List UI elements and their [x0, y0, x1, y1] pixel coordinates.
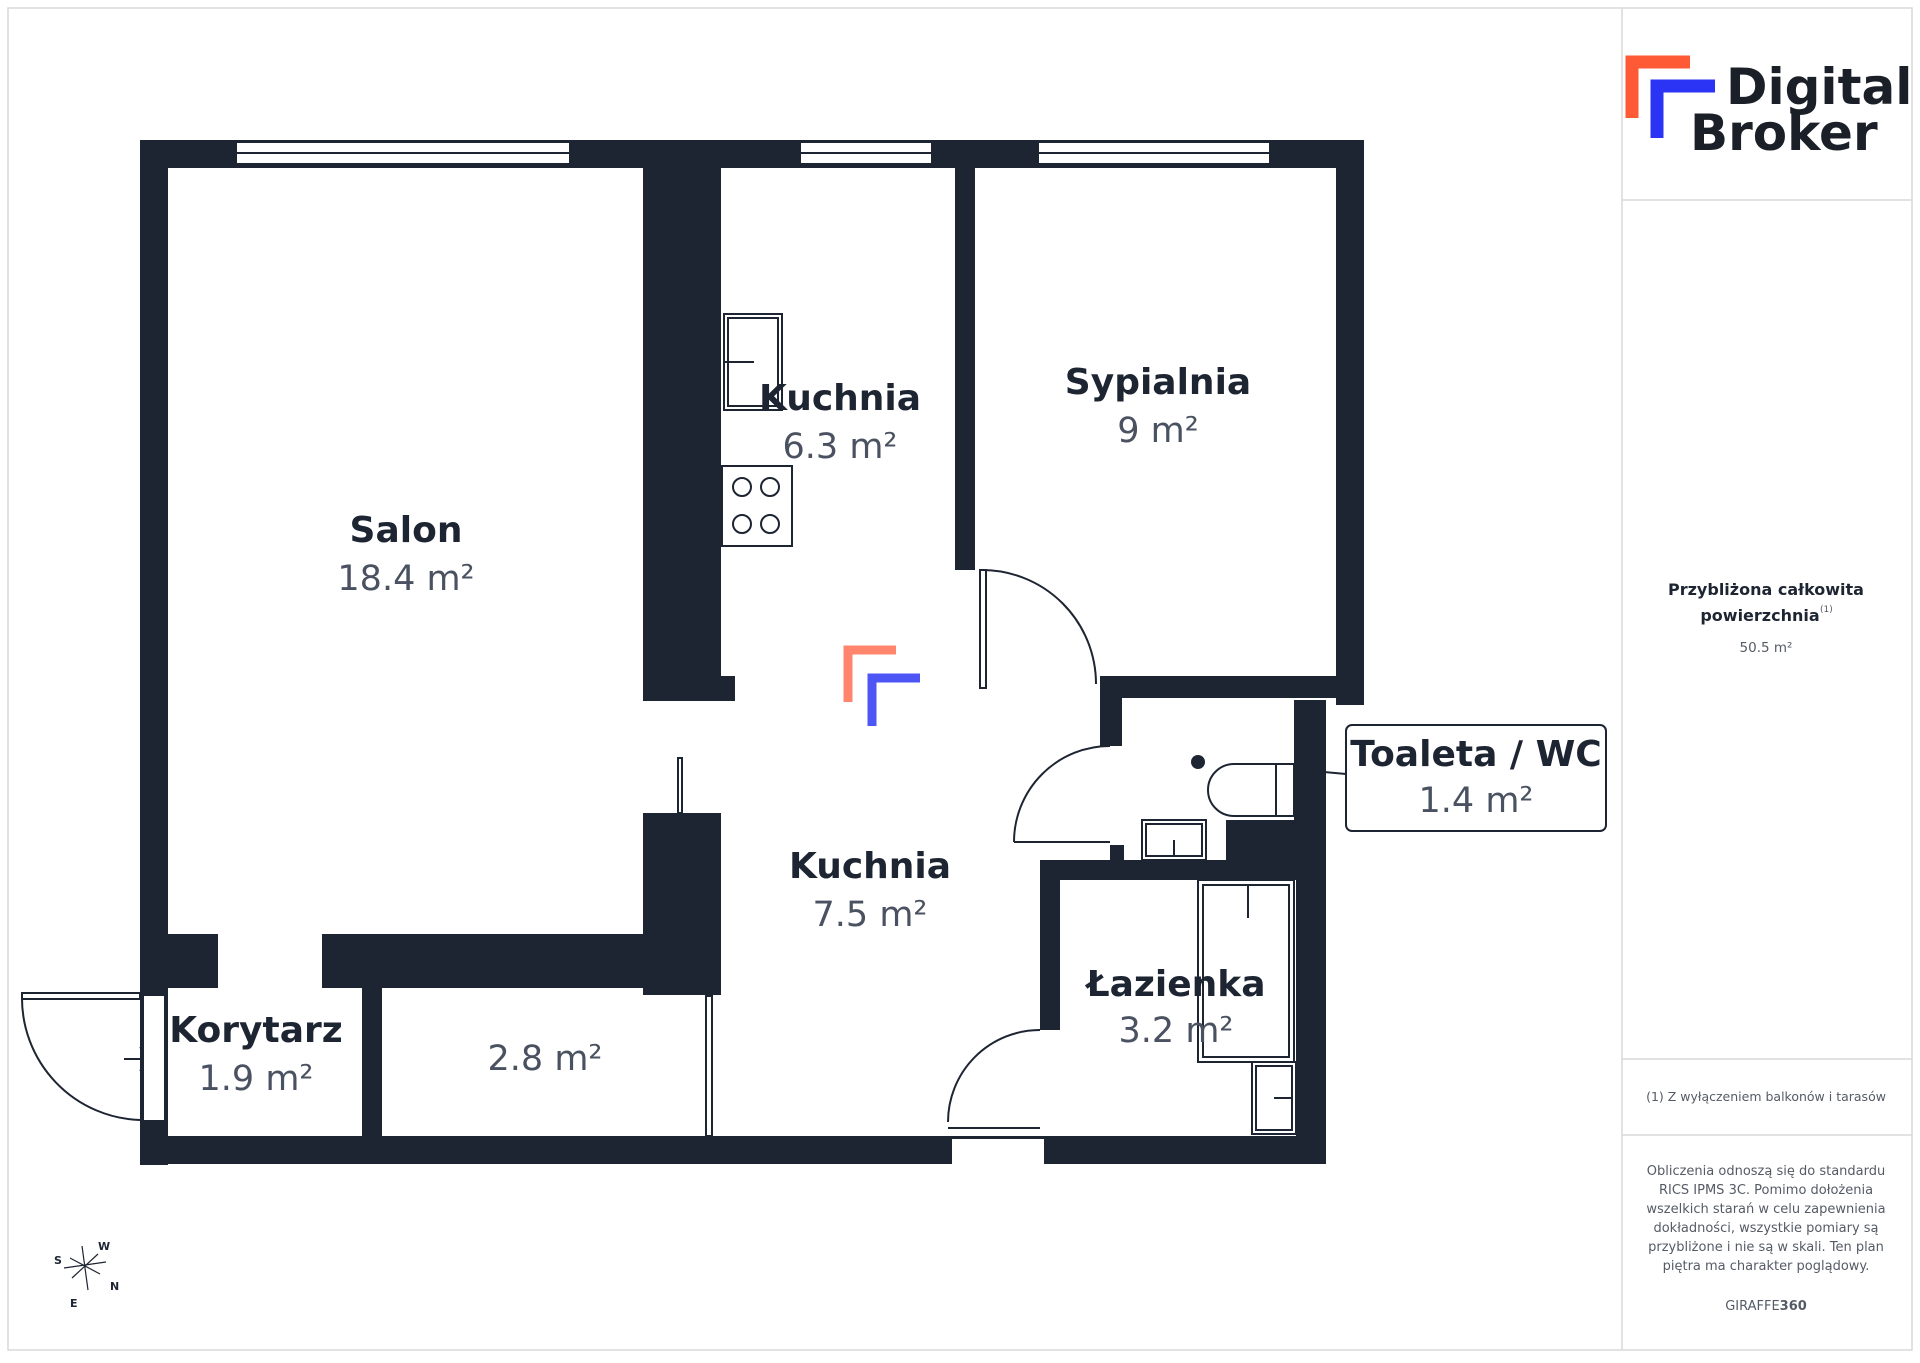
wc-callout: Toaleta / WC 1.4 m² — [1191, 724, 1607, 832]
compass-rose — [63, 1245, 107, 1291]
entry-opening — [144, 996, 164, 1120]
wc-callout-dot — [1191, 755, 1205, 769]
watermark-logo — [843, 645, 920, 726]
wall-wc-bottom-right — [1226, 820, 1296, 862]
brand-logo: Digital Broker — [1625, 55, 1912, 162]
bathtub — [1197, 879, 1295, 1063]
room-name-korytarz: Korytarz — [169, 1010, 342, 1051]
compass-axis-3 — [81, 1245, 89, 1291]
compass-s: S — [54, 1254, 62, 1267]
wall-salon-bottom-left — [140, 934, 218, 988]
room-area-toaleta: 1.4 m² — [1419, 781, 1534, 821]
door-entry-frame — [21, 992, 141, 1000]
page-frame — [7, 7, 1913, 1351]
logo-text-digital: Digital — [1726, 58, 1912, 116]
room-name-toaleta: Toaleta / WC — [1350, 734, 1601, 775]
logo-text-broker: Broker — [1690, 104, 1878, 162]
room-name-salon: Salon — [350, 510, 463, 551]
room-area-kuchnia-top: 6.3 m² — [783, 427, 898, 467]
wc-callout-line — [1323, 771, 1347, 775]
watermark-mark-blue — [867, 673, 920, 726]
bathroom-sink — [1251, 1061, 1297, 1135]
wall-bedroom-bottom — [1100, 676, 1364, 698]
cooktop — [721, 465, 793, 547]
room-area-lazienka: 3.2 m² — [1119, 1011, 1234, 1051]
room-name-lazienka: Łazienka — [1085, 964, 1266, 1005]
disclaimer-line-1: Obliczenia odnoszą się do standardu — [1647, 1164, 1885, 1179]
toilet-bowl — [1207, 763, 1294, 817]
watermark-mark-red — [843, 645, 896, 702]
compass-n: N — [110, 1280, 119, 1293]
wall-bathroom-left — [1040, 860, 1060, 1030]
door-bedroom-frame — [979, 569, 987, 689]
compass-axis-4 — [63, 1261, 107, 1269]
disclaimer-line-6: piętra ma charakter poglądowy. — [1663, 1259, 1870, 1274]
wall-wc-left-upper — [1100, 676, 1122, 746]
door-bedroom-arc — [981, 569, 1097, 685]
room-name-kuchnia-main: Kuchnia — [789, 846, 951, 887]
door-wc-arc — [1013, 745, 1111, 843]
logo-mark-red — [1625, 55, 1690, 118]
cooktop-burner-3 — [732, 514, 752, 534]
room-name-kuchnia-top: Kuchnia — [759, 378, 921, 419]
fixtures — [677, 313, 1297, 1137]
room-name-sypialnia: Sypialnia — [1065, 362, 1251, 403]
total-area-title-line1: Przybliżona całkowita — [1668, 580, 1864, 599]
room-area-storage: 2.8 m² — [488, 1039, 603, 1079]
credit-suffix: 360 — [1780, 1299, 1807, 1314]
toilet-tank — [1275, 763, 1295, 817]
total-area-value: 50.5 m² — [1740, 640, 1793, 656]
disclaimer-line-5: przybliżone i nie są w skali. Ten plan — [1648, 1240, 1884, 1255]
column-salon-kitchen — [643, 168, 721, 701]
column-stub — [721, 676, 735, 701]
bathtub-inner — [1202, 884, 1290, 1058]
door-entry-arc — [20, 995, 141, 1121]
room-area-kuchnia-main: 7.5 m² — [813, 895, 928, 935]
disclaimer-line-4: dokładności, wszystkie pomiary są — [1653, 1221, 1878, 1236]
wall-wc-left-lower — [1110, 845, 1124, 861]
bathroom-opening — [952, 1138, 1044, 1164]
sliding-door-stub — [677, 757, 683, 814]
cooktop-burner-4 — [760, 514, 780, 534]
sidebar: Przybliżona całkowita powierzchnia (1) 5… — [1646, 580, 1886, 1314]
room-area-korytarz: 1.9 m² — [199, 1059, 314, 1099]
wall-bathroom-top — [1040, 860, 1304, 880]
doors — [20, 569, 1111, 1129]
wall-bottom — [140, 1136, 1326, 1164]
windows — [235, 141, 1271, 165]
wall-left — [140, 140, 168, 1165]
disclaimer-line-2: RICS IPMS 3C. Pomimo dołożenia — [1659, 1183, 1873, 1198]
storage-sliding-door — [705, 995, 713, 1137]
door-bathroom-arc — [947, 1029, 1041, 1123]
compass-w: W — [98, 1240, 110, 1253]
cooktop-burner-2 — [760, 477, 780, 497]
wall-salon-bottom — [322, 934, 721, 988]
wc-callout-box — [1345, 724, 1607, 832]
total-area-footnote-mark: (1) — [1820, 605, 1833, 615]
wall-kitchen-bedroom — [955, 168, 975, 570]
disclaimer-line-3: wszelkich starań w celu zapewnienia — [1646, 1202, 1885, 1217]
wall-korytarz-storage — [362, 988, 382, 1138]
total-area-title-line2: powierzchnia — [1700, 606, 1819, 625]
room-labels: Salon 18.4 m² Kuchnia 6.3 m² Sypialnia 9… — [169, 362, 1265, 1099]
wall-wc-right — [1294, 700, 1324, 864]
footnote-text: (1) Z wyłączeniem balkonów i tarasów — [1646, 1089, 1886, 1104]
compass-e: E — [70, 1297, 78, 1310]
credit-prefix: GIRAFFE — [1725, 1299, 1779, 1314]
credit-giraffe360: GIRAFFE360 — [1725, 1299, 1807, 1314]
room-area-sypialnia: 9 m² — [1117, 411, 1199, 451]
wc-sink — [1141, 819, 1207, 861]
logo-mark-blue — [1650, 79, 1715, 138]
cooktop-burner-1 — [732, 477, 752, 497]
room-area-salon: 18.4 m² — [337, 559, 474, 599]
wall-right-upper — [1336, 140, 1364, 705]
